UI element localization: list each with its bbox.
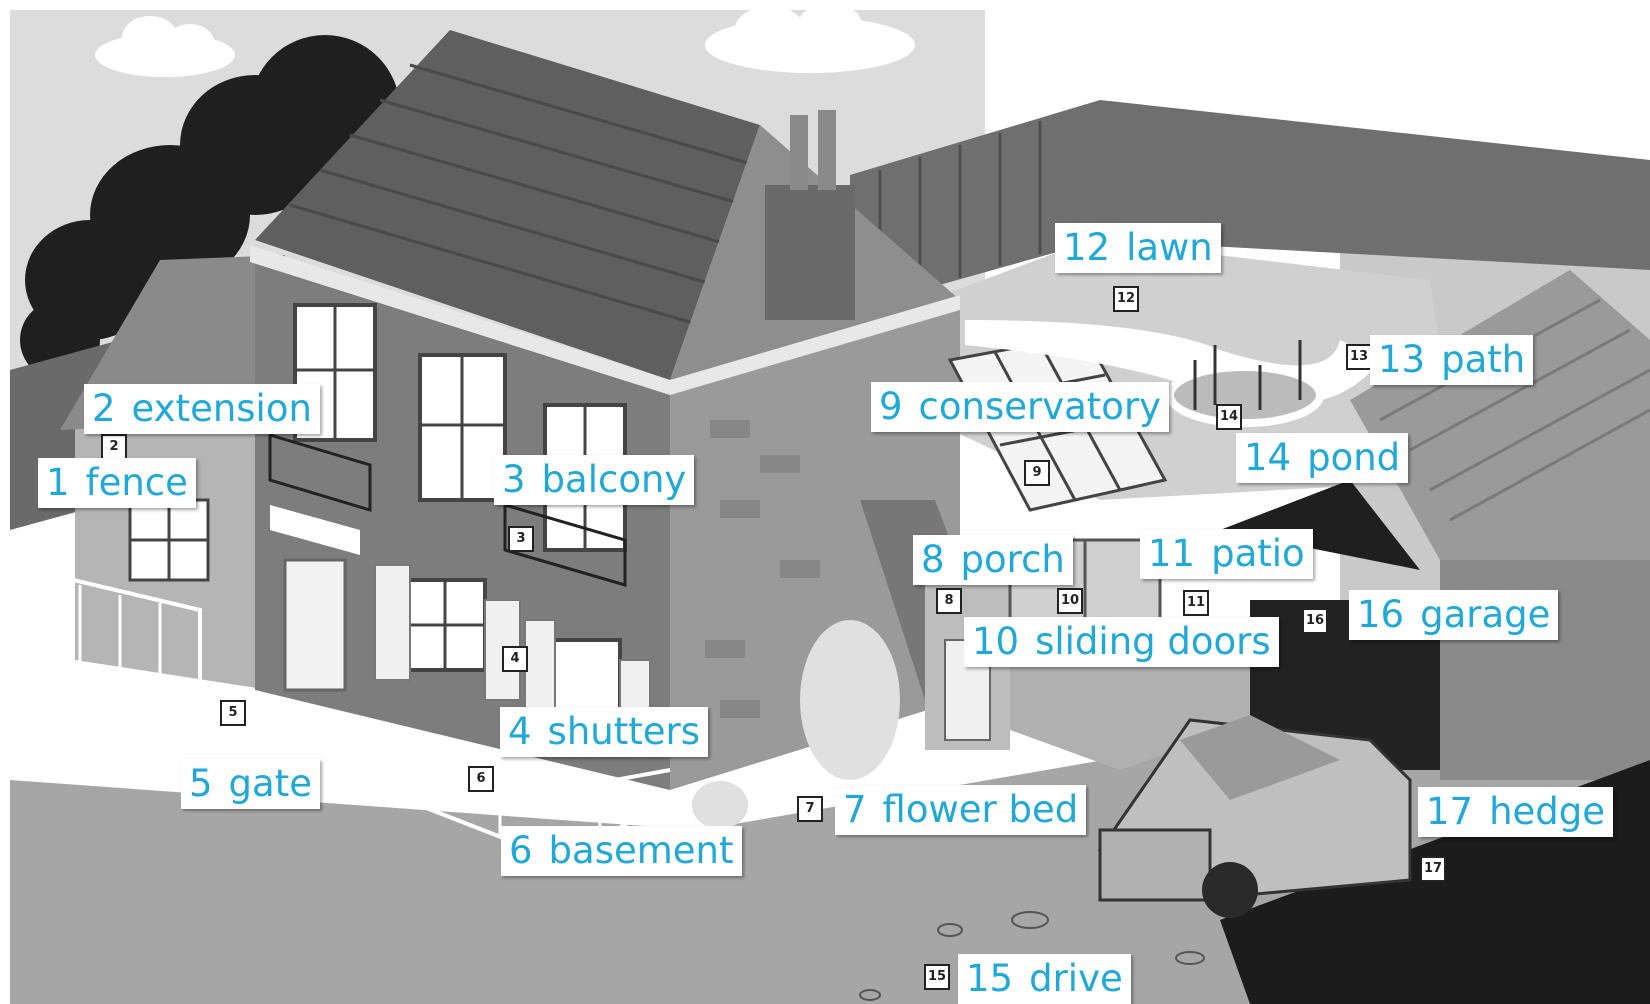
label-number: 10: [972, 620, 1019, 663]
label-number: 4: [508, 710, 532, 753]
label-text: balcony: [542, 458, 687, 501]
label-gate: 5 gate: [181, 759, 320, 809]
marker-7: 7: [797, 796, 823, 822]
label-number: 8: [921, 538, 945, 581]
label-text: fence: [86, 461, 188, 504]
label-hedge: 17 hedge: [1418, 787, 1613, 837]
marker-9: 9: [1024, 460, 1050, 486]
label-number: 16: [1357, 593, 1404, 636]
label-text: extension: [132, 387, 312, 430]
label-number: 7: [843, 788, 867, 831]
marker-11: 11: [1183, 590, 1209, 616]
label-extension: 2 extension: [84, 384, 320, 434]
marker-6: 6: [468, 766, 494, 792]
label-text: gate: [229, 762, 312, 805]
label-number: 12: [1063, 226, 1110, 269]
label-balcony: 3 balcony: [494, 455, 694, 505]
label-shutters: 4 shutters: [500, 707, 708, 757]
label-fence: 1 fence: [38, 458, 196, 508]
marker-15: 15: [924, 964, 950, 990]
label-text: conservatory: [919, 385, 1162, 428]
marker-5: 5: [220, 700, 246, 726]
label-sliding-doors: 10 sliding doors: [964, 617, 1279, 667]
label-number: 9: [879, 385, 903, 428]
label-number: 17: [1426, 790, 1473, 833]
label-text: sliding doors: [1035, 620, 1271, 663]
label-number: 6: [509, 829, 533, 872]
front-door: [285, 560, 345, 690]
label-drive: 15 drive: [958, 954, 1131, 1004]
label-text: path: [1441, 338, 1525, 381]
pond: [1170, 367, 1320, 423]
label-number: 5: [189, 762, 213, 805]
label-path: 13 path: [1370, 335, 1533, 385]
label-text: shutters: [548, 710, 700, 753]
marker-4: 4: [502, 646, 528, 672]
marker-10: 10: [1057, 588, 1083, 614]
label-patio: 11 patio: [1140, 529, 1313, 579]
marker-14: 14: [1216, 404, 1242, 430]
label-text: lawn: [1126, 226, 1213, 269]
label-number: 13: [1378, 338, 1425, 381]
label-pond: 14 pond: [1236, 433, 1408, 483]
label-number: 1: [46, 461, 70, 504]
chimney: [765, 185, 855, 320]
label-text: patio: [1211, 532, 1305, 575]
label-basement: 6 basement: [501, 826, 742, 876]
marker-13: 13: [1346, 344, 1372, 370]
label-text: garage: [1420, 593, 1550, 636]
label-number: 11: [1148, 532, 1195, 575]
label-text: hedge: [1489, 790, 1605, 833]
label-number: 15: [966, 957, 1013, 1000]
marker-2: 2: [101, 434, 127, 460]
label-text: drive: [1029, 957, 1123, 1000]
label-lawn: 12 lawn: [1055, 223, 1221, 273]
label-text: pond: [1307, 436, 1400, 479]
label-number: 2: [92, 387, 116, 430]
marker-16: 16: [1302, 608, 1328, 634]
marker-8: 8: [936, 588, 962, 614]
label-porch: 8 porch: [913, 535, 1073, 585]
marker-17: 17: [1420, 856, 1446, 882]
label-garage: 16 garage: [1349, 590, 1558, 640]
label-number: 3: [502, 458, 526, 501]
label-flower-bed: 7 flower bed: [835, 785, 1086, 835]
marker-3: 3: [508, 526, 534, 552]
marker-12: 12: [1113, 286, 1139, 312]
label-number: 14: [1244, 436, 1291, 479]
label-text: flower bed: [883, 788, 1079, 831]
label-text: basement: [549, 829, 734, 872]
label-conservatory: 9 conservatory: [871, 382, 1169, 432]
label-text: porch: [961, 538, 1065, 581]
